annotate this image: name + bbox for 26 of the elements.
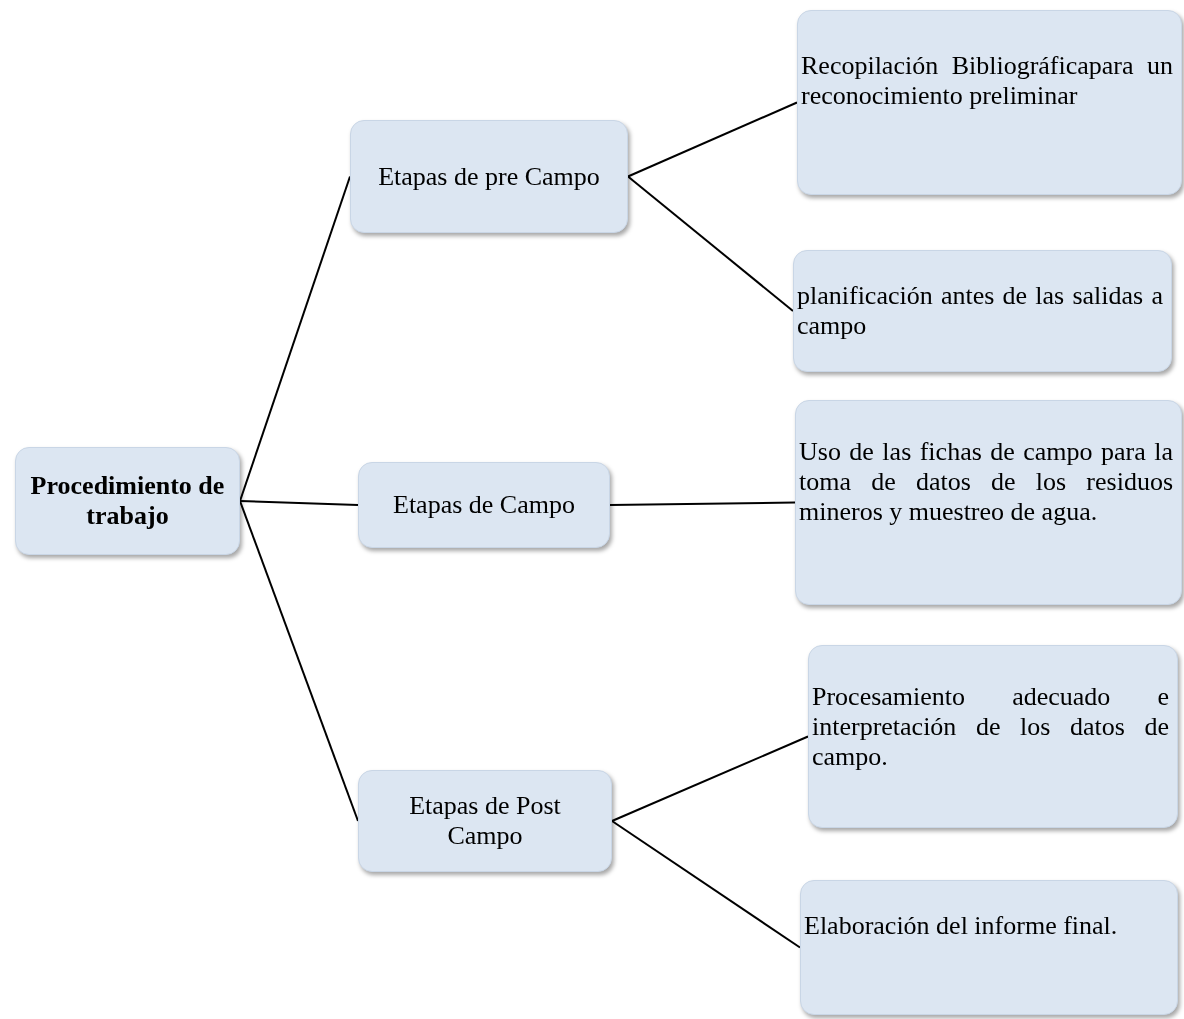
connector-line	[611, 735, 809, 822]
box-text: planificación antes de las salidas a campo	[797, 281, 1163, 341]
note-box	[808, 645, 1178, 828]
connector-line	[611, 820, 801, 949]
box-text: Procesamiento adecuado e interpretación de los datos de campo.	[812, 682, 1169, 772]
note-box	[800, 880, 1178, 1015]
box-text: Elaboración del informe final.	[804, 911, 1119, 941]
box-text: Etapas de Campo	[392, 490, 576, 520]
connector-line	[239, 500, 359, 822]
box-text: Uso de las fichas de campo para la toma de datos de los residuos mineros y muestreo de agua.	[799, 437, 1173, 527]
process-box	[358, 462, 610, 548]
note-box	[793, 250, 1172, 372]
process-box	[350, 120, 628, 233]
box-text: Recopilación Bibliográficapara un reconocimiento preliminar	[801, 51, 1173, 111]
box-text: Etapas de pre Campo	[377, 161, 601, 192]
connector-line	[627, 101, 798, 178]
box-text: Procedimiento de trabajo	[30, 471, 225, 531]
process-box	[358, 770, 612, 872]
note-box	[795, 400, 1182, 605]
connector-line	[239, 175, 351, 502]
connector-line	[239, 500, 359, 506]
note-box	[797, 10, 1182, 195]
process-box	[15, 447, 240, 555]
connector-line	[627, 175, 794, 312]
connector-line	[609, 501, 796, 506]
box-text: Etapas de Post Campo	[408, 791, 562, 851]
